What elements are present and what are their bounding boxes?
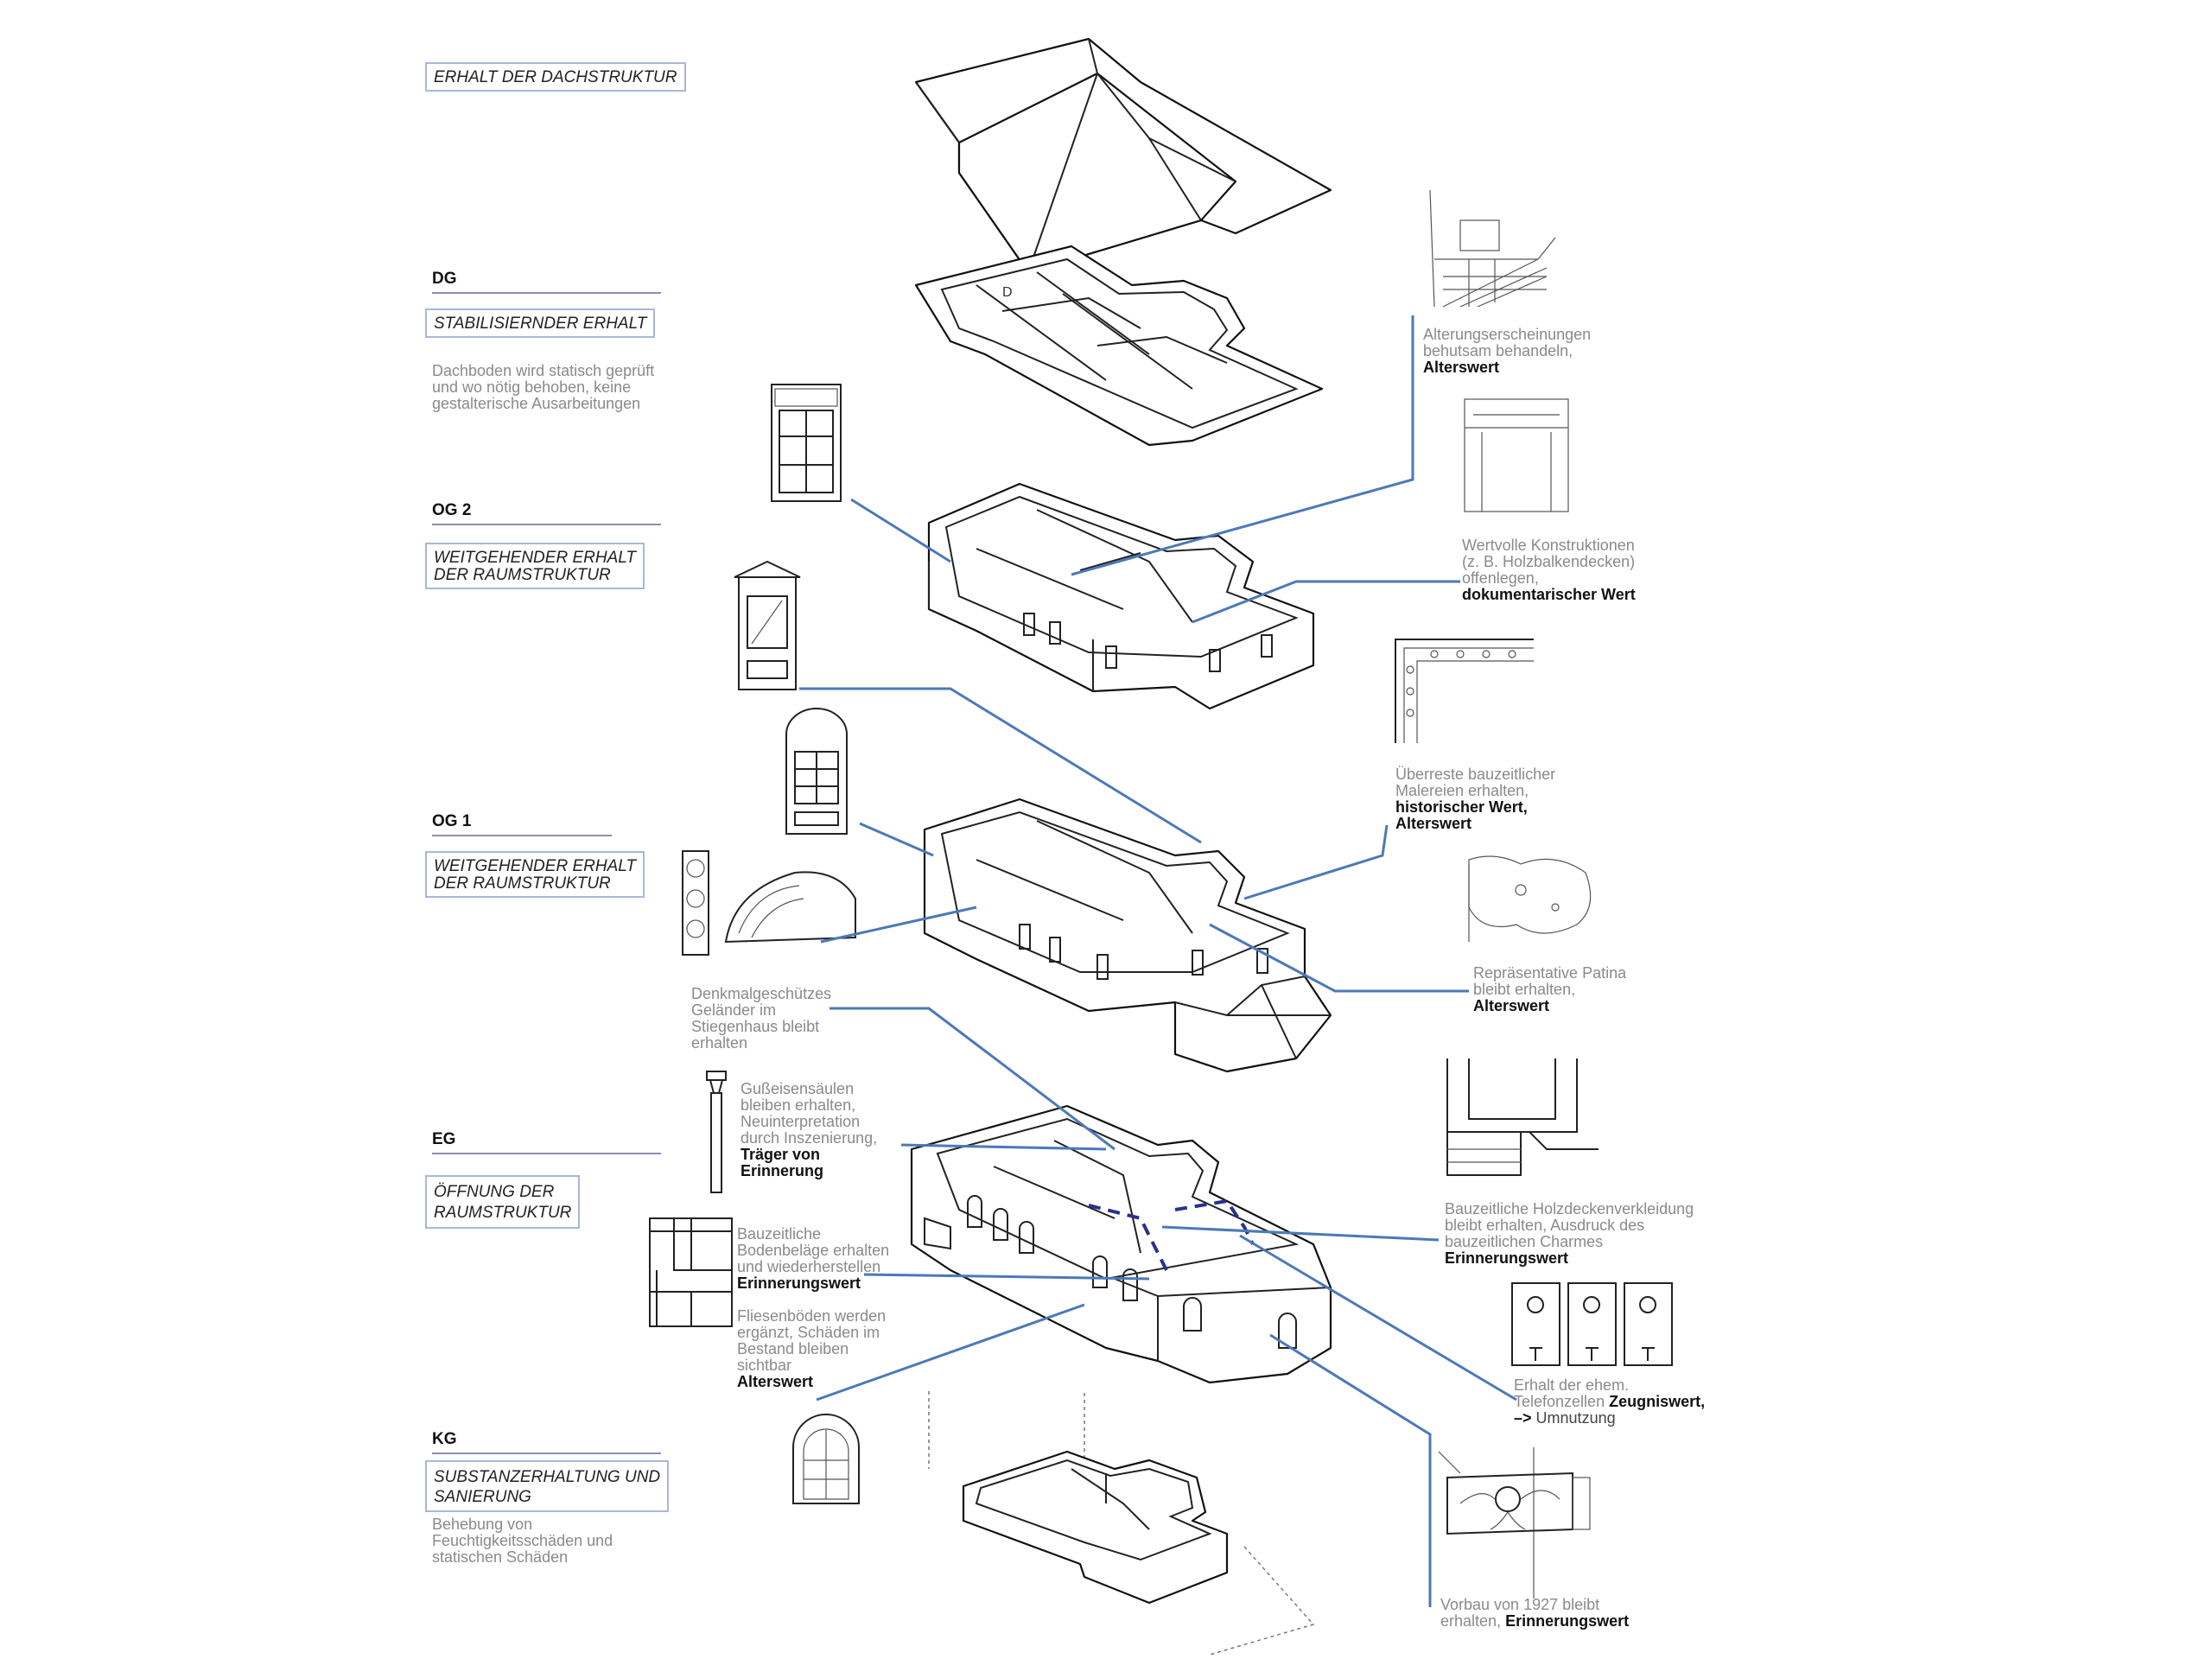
floor-label-kg: KG bbox=[432, 1430, 661, 1454]
annotation-phone-booths-line2: Telefonzellen bbox=[1514, 1393, 1605, 1410]
arched-window-detail bbox=[792, 1414, 860, 1504]
annotation-floor-coverings: Bauzeitliche Bodenbeläge erhalten und wi… bbox=[737, 1210, 889, 1308]
ornament-relief-sketch bbox=[1438, 1447, 1591, 1599]
phone-booth-sketch bbox=[1511, 1282, 1673, 1366]
annotation-wood-ceiling: Bauzeitliche Holzdeckenverkleidung bleib… bbox=[1445, 1185, 1694, 1283]
cast-iron-column-detail bbox=[706, 1071, 727, 1193]
annotation-phone-booths: Erhalt der ehem. Telefonzellen Zeugniswe… bbox=[1514, 1377, 1738, 1427]
annotation-railing-text: Denkmalgeschützes Geländer im Stiegenhau… bbox=[691, 985, 832, 1052]
annotation-constructions: Wertvolle Konstruktionen (z. B. Holzbalk… bbox=[1462, 521, 1636, 620]
floor-label-eg: EG bbox=[432, 1130, 661, 1154]
strategy-box-kg: SUBSTANZERHALTUNG UND SANIERUNG bbox=[425, 1460, 670, 1512]
annotation-paintings: Überreste bauzeitlicher Malereien erhalt… bbox=[1395, 750, 1555, 849]
og2-window-row bbox=[1023, 613, 1273, 672]
eg-arched-windows bbox=[967, 1195, 1297, 1349]
annotation-wood-ceiling-value: Erinnerungswert bbox=[1445, 1249, 1569, 1267]
annotation-floor-coverings-text: Bauzeitliche Bodenbeläge erhalten und wi… bbox=[737, 1225, 890, 1275]
annotation-floor-coverings-value: Erinnerungswert bbox=[737, 1274, 861, 1292]
og2-floor-drawing bbox=[927, 482, 1315, 710]
annotation-paintings-value: historischer Wert, Alterswert bbox=[1395, 798, 1528, 832]
wall-texture-sketch bbox=[1429, 189, 1556, 308]
level-description-kg: Behebung von Feuchtigkeitsschäden und st… bbox=[432, 1516, 613, 1566]
annotation-railing: Denkmalgeschützes Geländer im Stiegenhau… bbox=[691, 969, 831, 1052]
annotation-constructions-text: Wertvolle Konstruktionen (z. B. Holzbalk… bbox=[1462, 537, 1636, 587]
strategy-box-dg: STABILISIERNDER ERHALT bbox=[425, 308, 656, 338]
annotation-phone-booths-value: Zeugniswert, bbox=[1609, 1393, 1706, 1410]
kg-floor-drawing bbox=[928, 1391, 1315, 1656]
floor-label-og1: OG 1 bbox=[432, 812, 612, 836]
tile-floor-detail bbox=[649, 1217, 733, 1327]
annotation-paintings-text: Überreste bauzeitlicher Malereien erhalt… bbox=[1395, 766, 1556, 799]
staircase-railing-detail bbox=[682, 850, 856, 956]
annotation-cast-iron-columns: Gußeisensäulen bleiben erhalten, Neuinte… bbox=[741, 1065, 877, 1196]
window-detail-pediment bbox=[734, 560, 801, 690]
strategy-box-og2: WEITGEHENDER ERHALT DER RAUMSTRUKTUR bbox=[425, 543, 645, 589]
annotation-tile-floors-text: Fliesenböden werden ergänzt, Schäden im … bbox=[737, 1307, 887, 1374]
painted-ornament-sketch bbox=[1395, 639, 1534, 743]
floor-label-og2: OG 2 bbox=[432, 501, 661, 525]
floor-label-dg: DG bbox=[432, 270, 661, 294]
annotation-constructions-value: dokumentarischer Wert bbox=[1462, 586, 1636, 603]
annotation-wood-ceiling-text: Bauzeitliche Holzdeckenverkleidung bleib… bbox=[1445, 1200, 1694, 1250]
annotation-porch-line2: erhalten, bbox=[1440, 1612, 1502, 1630]
strategy-box-eg: ÖFFNUNG DER RAUMSTRUKTUR bbox=[425, 1175, 581, 1229]
timber-ceiling-sketch bbox=[1464, 398, 1569, 512]
window-detail bbox=[771, 384, 842, 502]
level-description-dg: Dachboden wird statisch geprüft und wo n… bbox=[432, 362, 655, 412]
annotation-phone-booths-after: Umnutzung bbox=[1535, 1409, 1616, 1427]
strategy-box-roof: ERHALT DER DACHSTRUKTUR bbox=[425, 62, 686, 92]
attic-room-label: D bbox=[1002, 285, 1013, 300]
og1-window-row bbox=[1019, 924, 1268, 980]
roof-drawing bbox=[914, 37, 1332, 274]
window-detail-arched bbox=[785, 708, 848, 835]
og1-floor-drawing bbox=[923, 798, 1332, 1073]
annotation-aging-text: Alterungserscheinungen behutsam behandel… bbox=[1423, 326, 1592, 359]
annotation-porch-value: Erinnerungswert bbox=[1505, 1612, 1630, 1630]
arrow-icon: –> bbox=[1514, 1409, 1532, 1427]
annotation-columns-text: Gußeisensäulen bleiben erhalten, Neuinte… bbox=[741, 1080, 878, 1147]
annotation-columns-value: Träger von Erinnerung bbox=[741, 1146, 824, 1179]
eg-floor-drawing bbox=[910, 1104, 1332, 1384]
annotation-tile-floors: Fliesenböden werden ergänzt, Schäden im … bbox=[737, 1292, 886, 1407]
annotation-patina-text: Repräsentative Patina bleibt erhalten, bbox=[1473, 964, 1627, 998]
leader-lines bbox=[799, 315, 1517, 1607]
annotation-porch-line1: Vorbau von 1927 bleibt bbox=[1440, 1596, 1600, 1613]
attic-floor-drawing: D bbox=[914, 245, 1324, 447]
strategy-box-og1: WEITGEHENDER ERHALT DER RAUMSTRUKTUR bbox=[425, 851, 645, 898]
annotation-patina: Repräsentative Patina bleibt erhalten, A… bbox=[1473, 949, 1626, 1031]
annotation-phone-booths-line1: Erhalt der ehem. bbox=[1514, 1376, 1630, 1394]
annotation-porch-1927: Vorbau von 1927 bleibt erhalten, Erinner… bbox=[1440, 1597, 1665, 1630]
annotation-aging: Alterungserscheinungen behutsam behandel… bbox=[1423, 310, 1591, 392]
annotation-patina-value: Alterswert bbox=[1473, 997, 1550, 1014]
wood-ceiling-sketch bbox=[1446, 1058, 1599, 1176]
patina-sketch bbox=[1468, 855, 1592, 942]
annotation-tile-floors-value: Alterswert bbox=[737, 1373, 814, 1390]
annotation-aging-value: Alterswert bbox=[1423, 359, 1500, 376]
